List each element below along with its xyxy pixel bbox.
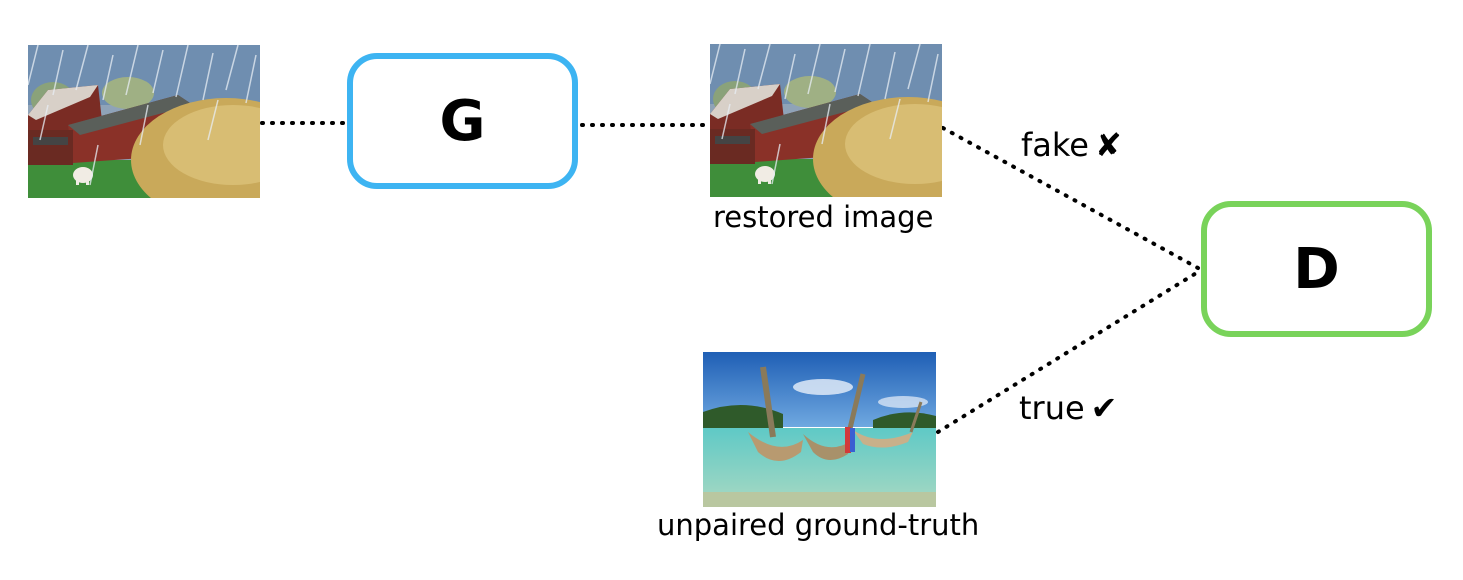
- fake-edge-label: fake✘: [1021, 126, 1122, 164]
- ground-truth-caption: unpaired ground-truth: [657, 508, 980, 542]
- fake-label-text: fake: [1021, 126, 1089, 164]
- restored-image-caption: restored image: [713, 200, 934, 234]
- connector-gt-to-d: [936, 270, 1200, 434]
- discriminator-label: D: [1293, 236, 1340, 302]
- cross-mark-icon: ✘: [1094, 126, 1122, 164]
- generator-node: G: [347, 53, 578, 189]
- ground-truth-image: [703, 352, 936, 507]
- true-edge-label: true✔: [1019, 389, 1117, 427]
- true-label-text: true: [1019, 389, 1085, 427]
- rainy-input-image: [28, 45, 260, 198]
- connector-restored-to-d: [941, 126, 1200, 270]
- restored-image: [710, 44, 942, 197]
- discriminator-node: D: [1201, 201, 1432, 337]
- check-mark-icon: ✔: [1090, 389, 1118, 427]
- generator-label: G: [439, 88, 486, 154]
